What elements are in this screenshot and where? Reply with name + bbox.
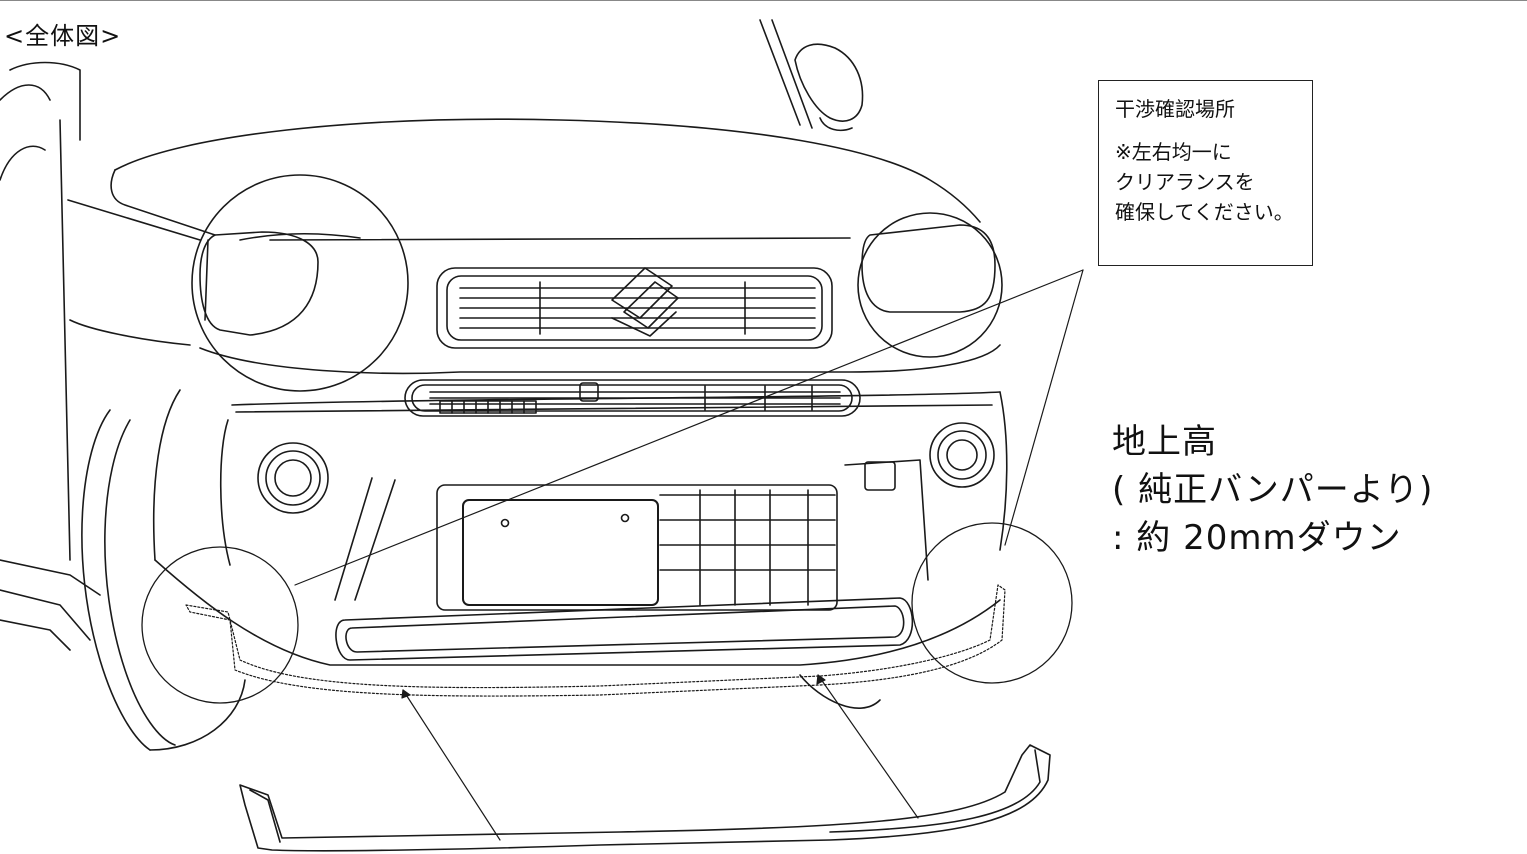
left-wheel — [81, 409, 246, 751]
ground-clearance-info: 地上高 ( 純正バンパーより) : 約 20mmダウン — [1112, 418, 1433, 562]
suzuki-emblem — [611, 267, 679, 337]
right-headlight — [857, 212, 1003, 358]
interference-note-box: 干渉確認場所 ※左右均一に クリアランスを 確保してください。 — [1098, 80, 1313, 266]
right-fog-light — [929, 422, 995, 488]
ground-clearance-note: ( 純正バンパーより) — [1112, 470, 1434, 510]
lip-spoiler-installed — [185, 584, 1006, 697]
lower-intake-bar — [335, 597, 914, 661]
front-bumper — [69, 319, 1008, 666]
lower-grille — [334, 459, 929, 611]
right-wheel — [799, 674, 881, 709]
left-body-side — [0, 61, 201, 651]
left-headlight — [191, 174, 409, 392]
upper-grille — [436, 267, 833, 349]
leader-lines — [294, 269, 1084, 841]
left-fog-light — [257, 442, 329, 514]
hood — [110, 118, 981, 241]
side-mirror — [759, 19, 864, 132]
note-title: 干渉確認場所 — [1115, 97, 1235, 121]
interference-circles — [141, 522, 1073, 704]
top-border-rule — [0, 0, 1527, 1]
ground-clearance-title: 地上高 — [1112, 422, 1217, 462]
note-line: クリアランスを — [1115, 170, 1255, 194]
diagram-title: <全体図> — [4, 22, 122, 50]
note-line: ※左右均一に — [1115, 140, 1232, 164]
lip-spoiler-part — [239, 744, 1051, 852]
license-plate — [462, 499, 659, 606]
middle-air-intake — [404, 379, 861, 417]
note-line: 確保してください。 — [1115, 200, 1294, 224]
ground-clearance-value: : 約 20mmダウン — [1112, 518, 1402, 558]
